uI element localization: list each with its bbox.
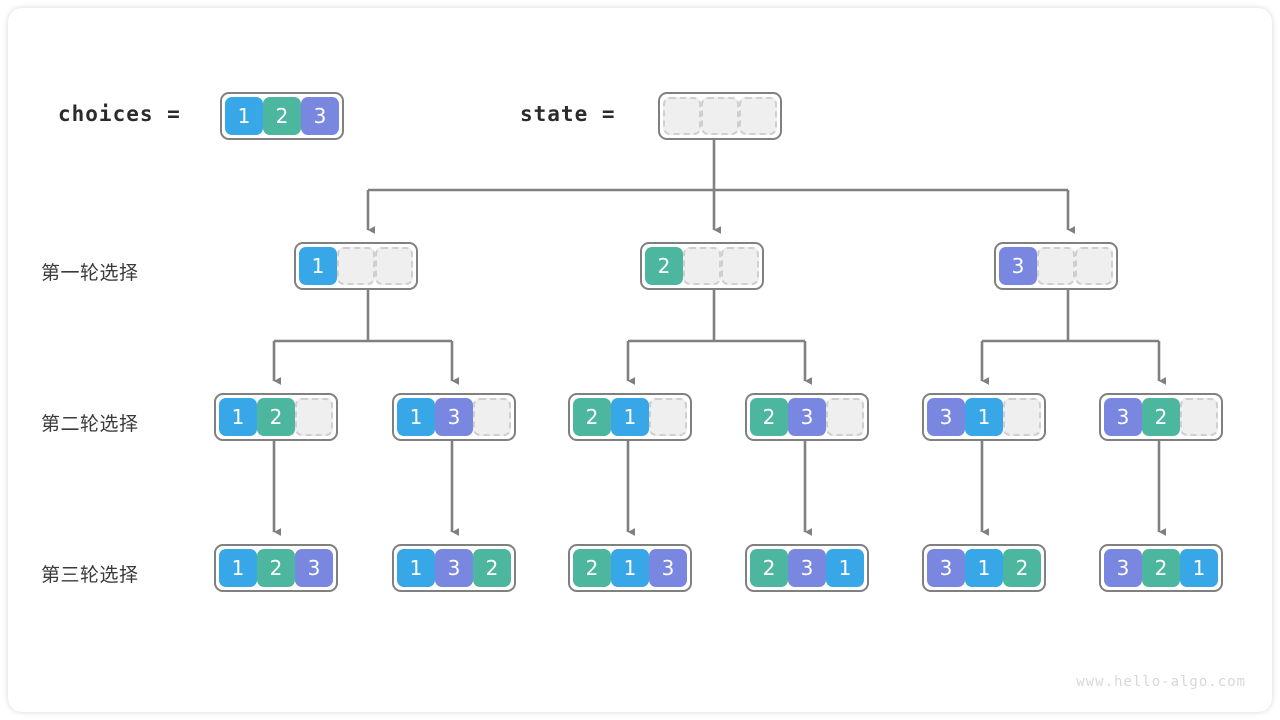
node-cell: 2 xyxy=(1142,398,1180,436)
choices-cell: 1 xyxy=(225,97,263,135)
node-cell: 1 xyxy=(611,549,649,587)
node-cell: 2 xyxy=(750,549,788,587)
node-cell: 3 xyxy=(435,398,473,436)
state-label: state = xyxy=(520,102,616,126)
node-cell: 1 xyxy=(965,549,1003,587)
diagram-card: choices = 1 2 3 state = 第一轮选择 第二轮选择 第三轮选… xyxy=(8,8,1272,712)
node-cell: 2 xyxy=(1142,549,1180,587)
state-cell xyxy=(663,97,701,135)
node-cell: 1 xyxy=(965,398,1003,436)
watermark: www.hello-algo.com xyxy=(1076,674,1246,690)
node-round3-6: 3 2 1 xyxy=(1099,544,1223,592)
choices-cell: 3 xyxy=(301,97,339,135)
node-cell: 3 xyxy=(927,549,965,587)
node-cell xyxy=(473,398,511,436)
node-round2-6: 3 2 xyxy=(1099,393,1223,441)
node-cell: 2 xyxy=(257,398,295,436)
node-cell: 3 xyxy=(788,398,826,436)
node-round3-4: 2 3 1 xyxy=(745,544,869,592)
node-cell xyxy=(295,398,333,436)
node-cell: 1 xyxy=(219,549,257,587)
node-round1-1: 1 xyxy=(294,242,418,290)
node-round2-1: 1 2 xyxy=(214,393,338,441)
node-cell: 1 xyxy=(299,247,337,285)
node-round2-2: 1 3 xyxy=(392,393,516,441)
node-cell: 1 xyxy=(219,398,257,436)
choices-label: choices = xyxy=(58,102,181,126)
node-cell: 2 xyxy=(645,247,683,285)
node-cell: 3 xyxy=(788,549,826,587)
node-round3-1: 1 2 3 xyxy=(214,544,338,592)
node-cell: 3 xyxy=(1104,549,1142,587)
diagram-stage: choices = 1 2 3 state = 第一轮选择 第二轮选择 第三轮选… xyxy=(8,8,1272,712)
node-cell: 2 xyxy=(573,549,611,587)
node-cell: 1 xyxy=(397,398,435,436)
node-cell: 2 xyxy=(473,549,511,587)
node-cell xyxy=(826,398,864,436)
state-array xyxy=(658,92,782,140)
node-cell: 3 xyxy=(435,549,473,587)
state-cell xyxy=(739,97,777,135)
node-cell: 3 xyxy=(295,549,333,587)
node-cell: 2 xyxy=(750,398,788,436)
node-round1-2: 2 xyxy=(640,242,764,290)
node-round2-3: 2 1 xyxy=(568,393,692,441)
node-round3-2: 1 3 2 xyxy=(392,544,516,592)
choices-array: 1 2 3 xyxy=(220,92,344,140)
node-cell xyxy=(683,247,721,285)
node-round2-4: 2 3 xyxy=(745,393,869,441)
row-label-round-2: 第二轮选择 xyxy=(41,414,139,435)
node-round3-5: 3 1 2 xyxy=(922,544,1046,592)
node-cell xyxy=(1075,247,1113,285)
node-cell xyxy=(1180,398,1218,436)
row-label-round-1: 第一轮选择 xyxy=(41,263,139,284)
node-cell: 3 xyxy=(1104,398,1142,436)
node-cell xyxy=(375,247,413,285)
node-cell: 2 xyxy=(573,398,611,436)
node-cell xyxy=(1037,247,1075,285)
node-cell: 3 xyxy=(999,247,1037,285)
choices-cell: 2 xyxy=(263,97,301,135)
node-round1-3: 3 xyxy=(994,242,1118,290)
node-cell xyxy=(1003,398,1041,436)
node-cell: 2 xyxy=(257,549,295,587)
node-round3-3: 2 1 3 xyxy=(568,544,692,592)
node-round2-5: 3 1 xyxy=(922,393,1046,441)
node-cell: 1 xyxy=(826,549,864,587)
node-cell xyxy=(649,398,687,436)
node-cell: 1 xyxy=(397,549,435,587)
row-label-round-3: 第三轮选择 xyxy=(41,565,139,586)
node-cell: 3 xyxy=(649,549,687,587)
node-cell: 1 xyxy=(1180,549,1218,587)
node-cell: 3 xyxy=(927,398,965,436)
tree-edges xyxy=(272,134,1167,536)
node-cell: 1 xyxy=(611,398,649,436)
node-cell xyxy=(721,247,759,285)
state-cell xyxy=(701,97,739,135)
node-cell: 2 xyxy=(1003,549,1041,587)
node-cell xyxy=(337,247,375,285)
